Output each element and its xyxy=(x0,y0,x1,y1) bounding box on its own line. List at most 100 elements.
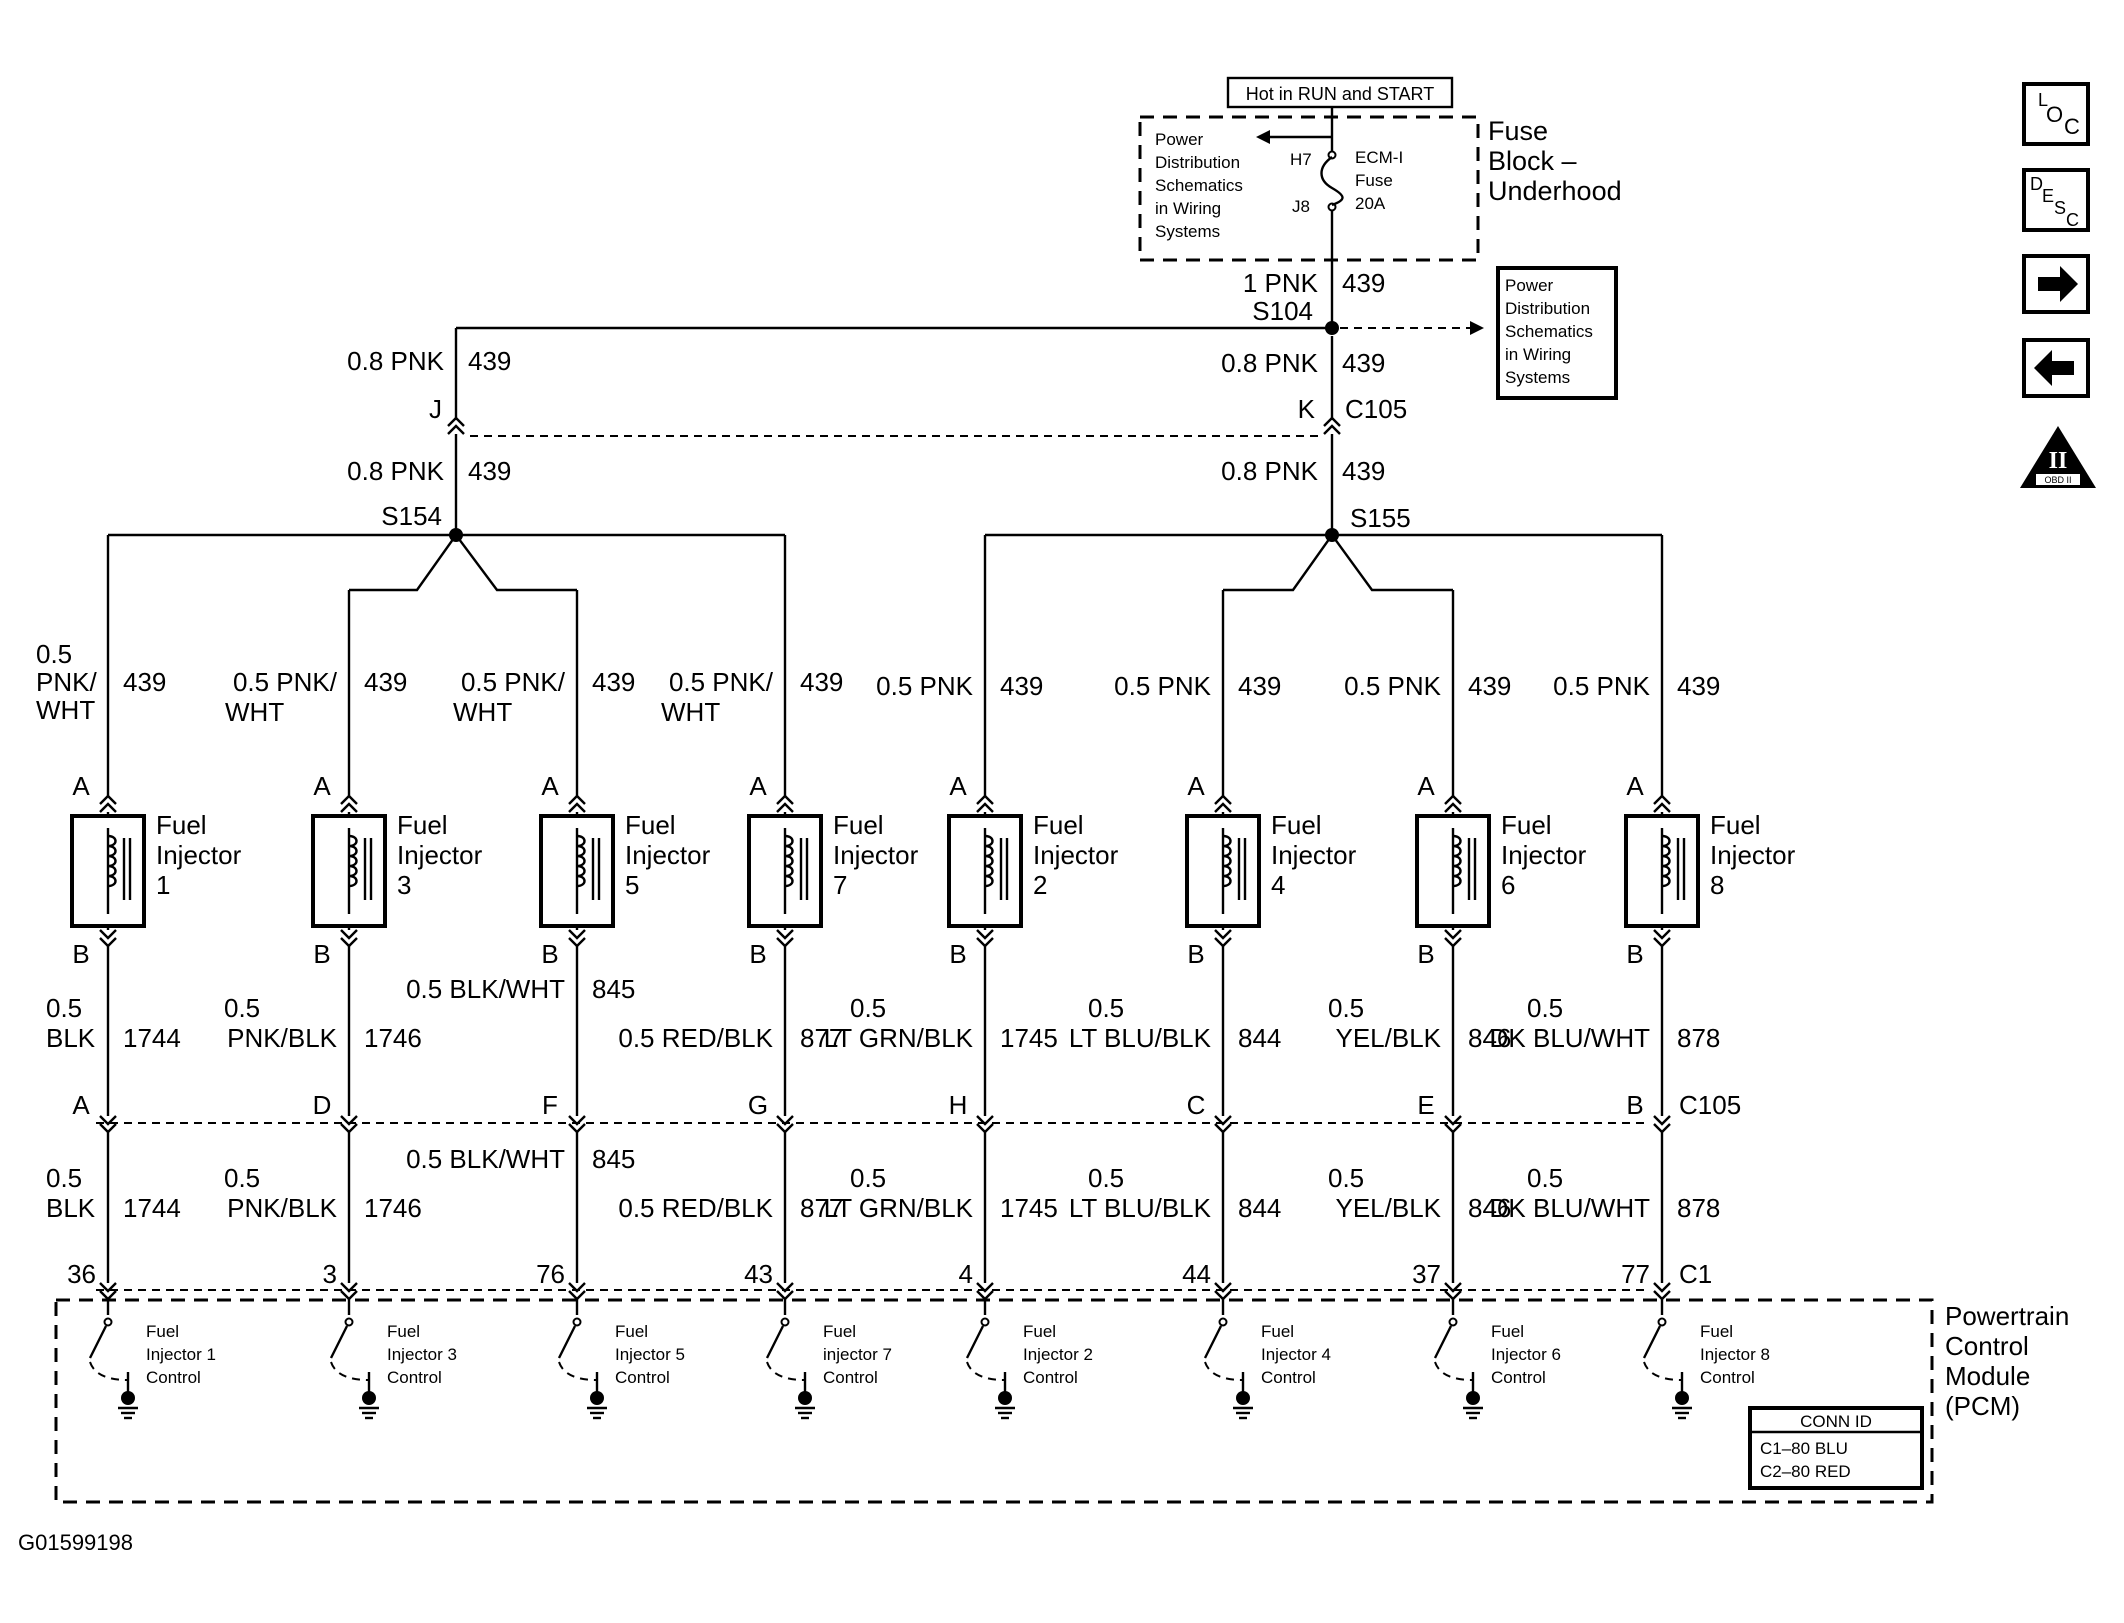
pcm-control-label: Fuel xyxy=(1700,1322,1733,1341)
c105-pin-j: J xyxy=(429,394,442,424)
control-wire-circuit: 878 xyxy=(1677,1193,1720,1223)
fuse-icon xyxy=(1320,156,1344,207)
injector-label: Fuel xyxy=(397,810,448,840)
ground-icon xyxy=(798,1391,812,1405)
control-wire-size: 0.5 xyxy=(224,1163,260,1193)
feed-right-circuit-lower: 439 xyxy=(1342,456,1385,486)
connector-pin-icon xyxy=(568,929,586,948)
control-wire-size: LT BLU/BLK xyxy=(1069,1023,1212,1053)
obd-ii-triangle-icon xyxy=(2020,426,2096,488)
hot-in-run-start-box xyxy=(1226,76,1454,109)
feed-wire-size: WHT xyxy=(225,697,284,727)
c1-label: C1 xyxy=(1679,1259,1712,1289)
desc-button[interactable]: D E S C xyxy=(2022,168,2090,232)
obd-ii-button[interactable]: II OBD II xyxy=(2020,426,2096,488)
injector-2-control-switch xyxy=(965,1317,1015,1420)
c105-pin-label: C xyxy=(1187,1090,1206,1120)
pin-a-label: A xyxy=(313,771,331,801)
ground-icon xyxy=(1466,1391,1480,1405)
loc-button[interactable]: L O C xyxy=(2022,82,2090,146)
injector-label: Injector xyxy=(1710,840,1796,870)
svg-text:Systems: Systems xyxy=(1155,222,1220,241)
injector-5-control-switch xyxy=(557,1317,607,1420)
connector-pin-icon xyxy=(1444,929,1462,948)
injector-number: 5 xyxy=(625,870,639,900)
c105-pin-label: G xyxy=(748,1090,768,1120)
connector-pin-icon xyxy=(776,794,794,813)
figure-id: G01599198 xyxy=(18,1530,133,1555)
previous-page-button[interactable] xyxy=(2022,338,2090,398)
pcm-control-label: Fuel xyxy=(1491,1322,1524,1341)
feed-wire-size: 0.5 PNK xyxy=(1344,671,1441,701)
control-wire-circuit: 846 xyxy=(1468,1023,1511,1053)
ground-icon xyxy=(590,1391,604,1405)
injector-number: 2 xyxy=(1033,870,1047,900)
control-wire-size: LT BLU/BLK xyxy=(1069,1193,1212,1223)
coil-icon xyxy=(576,834,586,888)
pin-b-label: B xyxy=(72,939,89,969)
c105-pin-label: F xyxy=(542,1090,558,1120)
control-wire-circuit: 1745 xyxy=(1000,1193,1058,1223)
pin-a-label: A xyxy=(1417,771,1435,801)
arrow-right-icon xyxy=(1470,321,1484,335)
fuse-block-underhood: Hot in RUN and START Fuse Block – Underh… xyxy=(1138,76,1622,328)
svg-text:Powertrain: Powertrain xyxy=(1945,1301,2069,1331)
pin-b-label: B xyxy=(949,939,966,969)
feed-wire-circuit: 439 xyxy=(1000,671,1043,701)
feed-left-circuit-lower: 439 xyxy=(468,456,511,486)
pcm-outline xyxy=(54,1298,1934,1504)
hot-in-run-start-label: Hot in RUN and START xyxy=(1246,84,1434,104)
pcm-control-label: Control xyxy=(615,1368,670,1387)
feed-wire-circuit: 439 xyxy=(592,667,635,697)
injector-label: Injector xyxy=(1033,840,1119,870)
injector-1-control-switch xyxy=(88,1317,138,1420)
next-page-button[interactable] xyxy=(2022,254,2090,314)
pin-b-label: B xyxy=(1626,939,1643,969)
feed-wire-size: 0.5 PNK/ xyxy=(233,667,338,697)
feed-wire-size: 0.5 PNK xyxy=(876,671,973,701)
c105-label-bottom: C105 xyxy=(1679,1090,1741,1120)
control-wire-circuit: 1745 xyxy=(1000,1023,1058,1053)
feed-wire-size: 0.5 PNK/ xyxy=(461,667,566,697)
nav-icons: L O C D E S C II OBD II xyxy=(2020,82,2096,488)
ground-icon xyxy=(121,1391,135,1405)
pcm-pin-number: 77 xyxy=(1621,1259,1650,1289)
injector-3-circuit: 0.5 PNK/WHT439AFuelInjector3BD0.5PNK/BLK… xyxy=(224,590,483,1420)
control-wire-circuit: 1746 xyxy=(364,1023,422,1053)
c105-pin-label: B xyxy=(1626,1090,1643,1120)
arrow-right-icon xyxy=(2038,266,2078,302)
control-wire-size: 0.5 BLK/WHT xyxy=(406,974,565,1004)
feed-wire-size: 0.5 PNK xyxy=(1553,671,1650,701)
injector-label: Fuel xyxy=(1271,810,1322,840)
injector-label: Injector xyxy=(1501,840,1587,870)
ground-icon xyxy=(1675,1391,1689,1405)
connector-pin-icon xyxy=(976,929,994,948)
injector-label: Fuel xyxy=(1033,810,1084,840)
pcm-control-label: Injector 8 xyxy=(1700,1345,1770,1364)
connector-pin-icon xyxy=(1214,929,1232,948)
feed-right-circuit-upper: 439 xyxy=(1342,348,1385,378)
c105-pin-label: H xyxy=(949,1090,968,1120)
connector-pin-icon xyxy=(1653,1115,1671,1134)
coil-icon xyxy=(984,834,994,888)
svg-text:(PCM): (PCM) xyxy=(1945,1391,2020,1421)
pcm-control-label: Injector 2 xyxy=(1023,1345,1093,1364)
splice-s155-label: S155 xyxy=(1350,503,1411,533)
fuse-block-title-2: Block – xyxy=(1488,146,1577,176)
pcm-control-label: Fuel xyxy=(146,1322,179,1341)
svg-text:in Wiring: in Wiring xyxy=(1155,199,1221,218)
coil-icon xyxy=(784,834,794,888)
pin-b-label: B xyxy=(541,939,558,969)
fuse-name-1: ECM-I xyxy=(1355,148,1403,167)
control-wire-circuit: 877 xyxy=(800,1193,843,1223)
control-wire-circuit: 878 xyxy=(1677,1023,1720,1053)
coil-icon xyxy=(348,834,358,888)
svg-text:Distribution: Distribution xyxy=(1155,153,1240,172)
feed-wire-size: 0.5 xyxy=(36,639,72,669)
feed-left-size-lower: 0.8 PNK xyxy=(347,456,444,486)
